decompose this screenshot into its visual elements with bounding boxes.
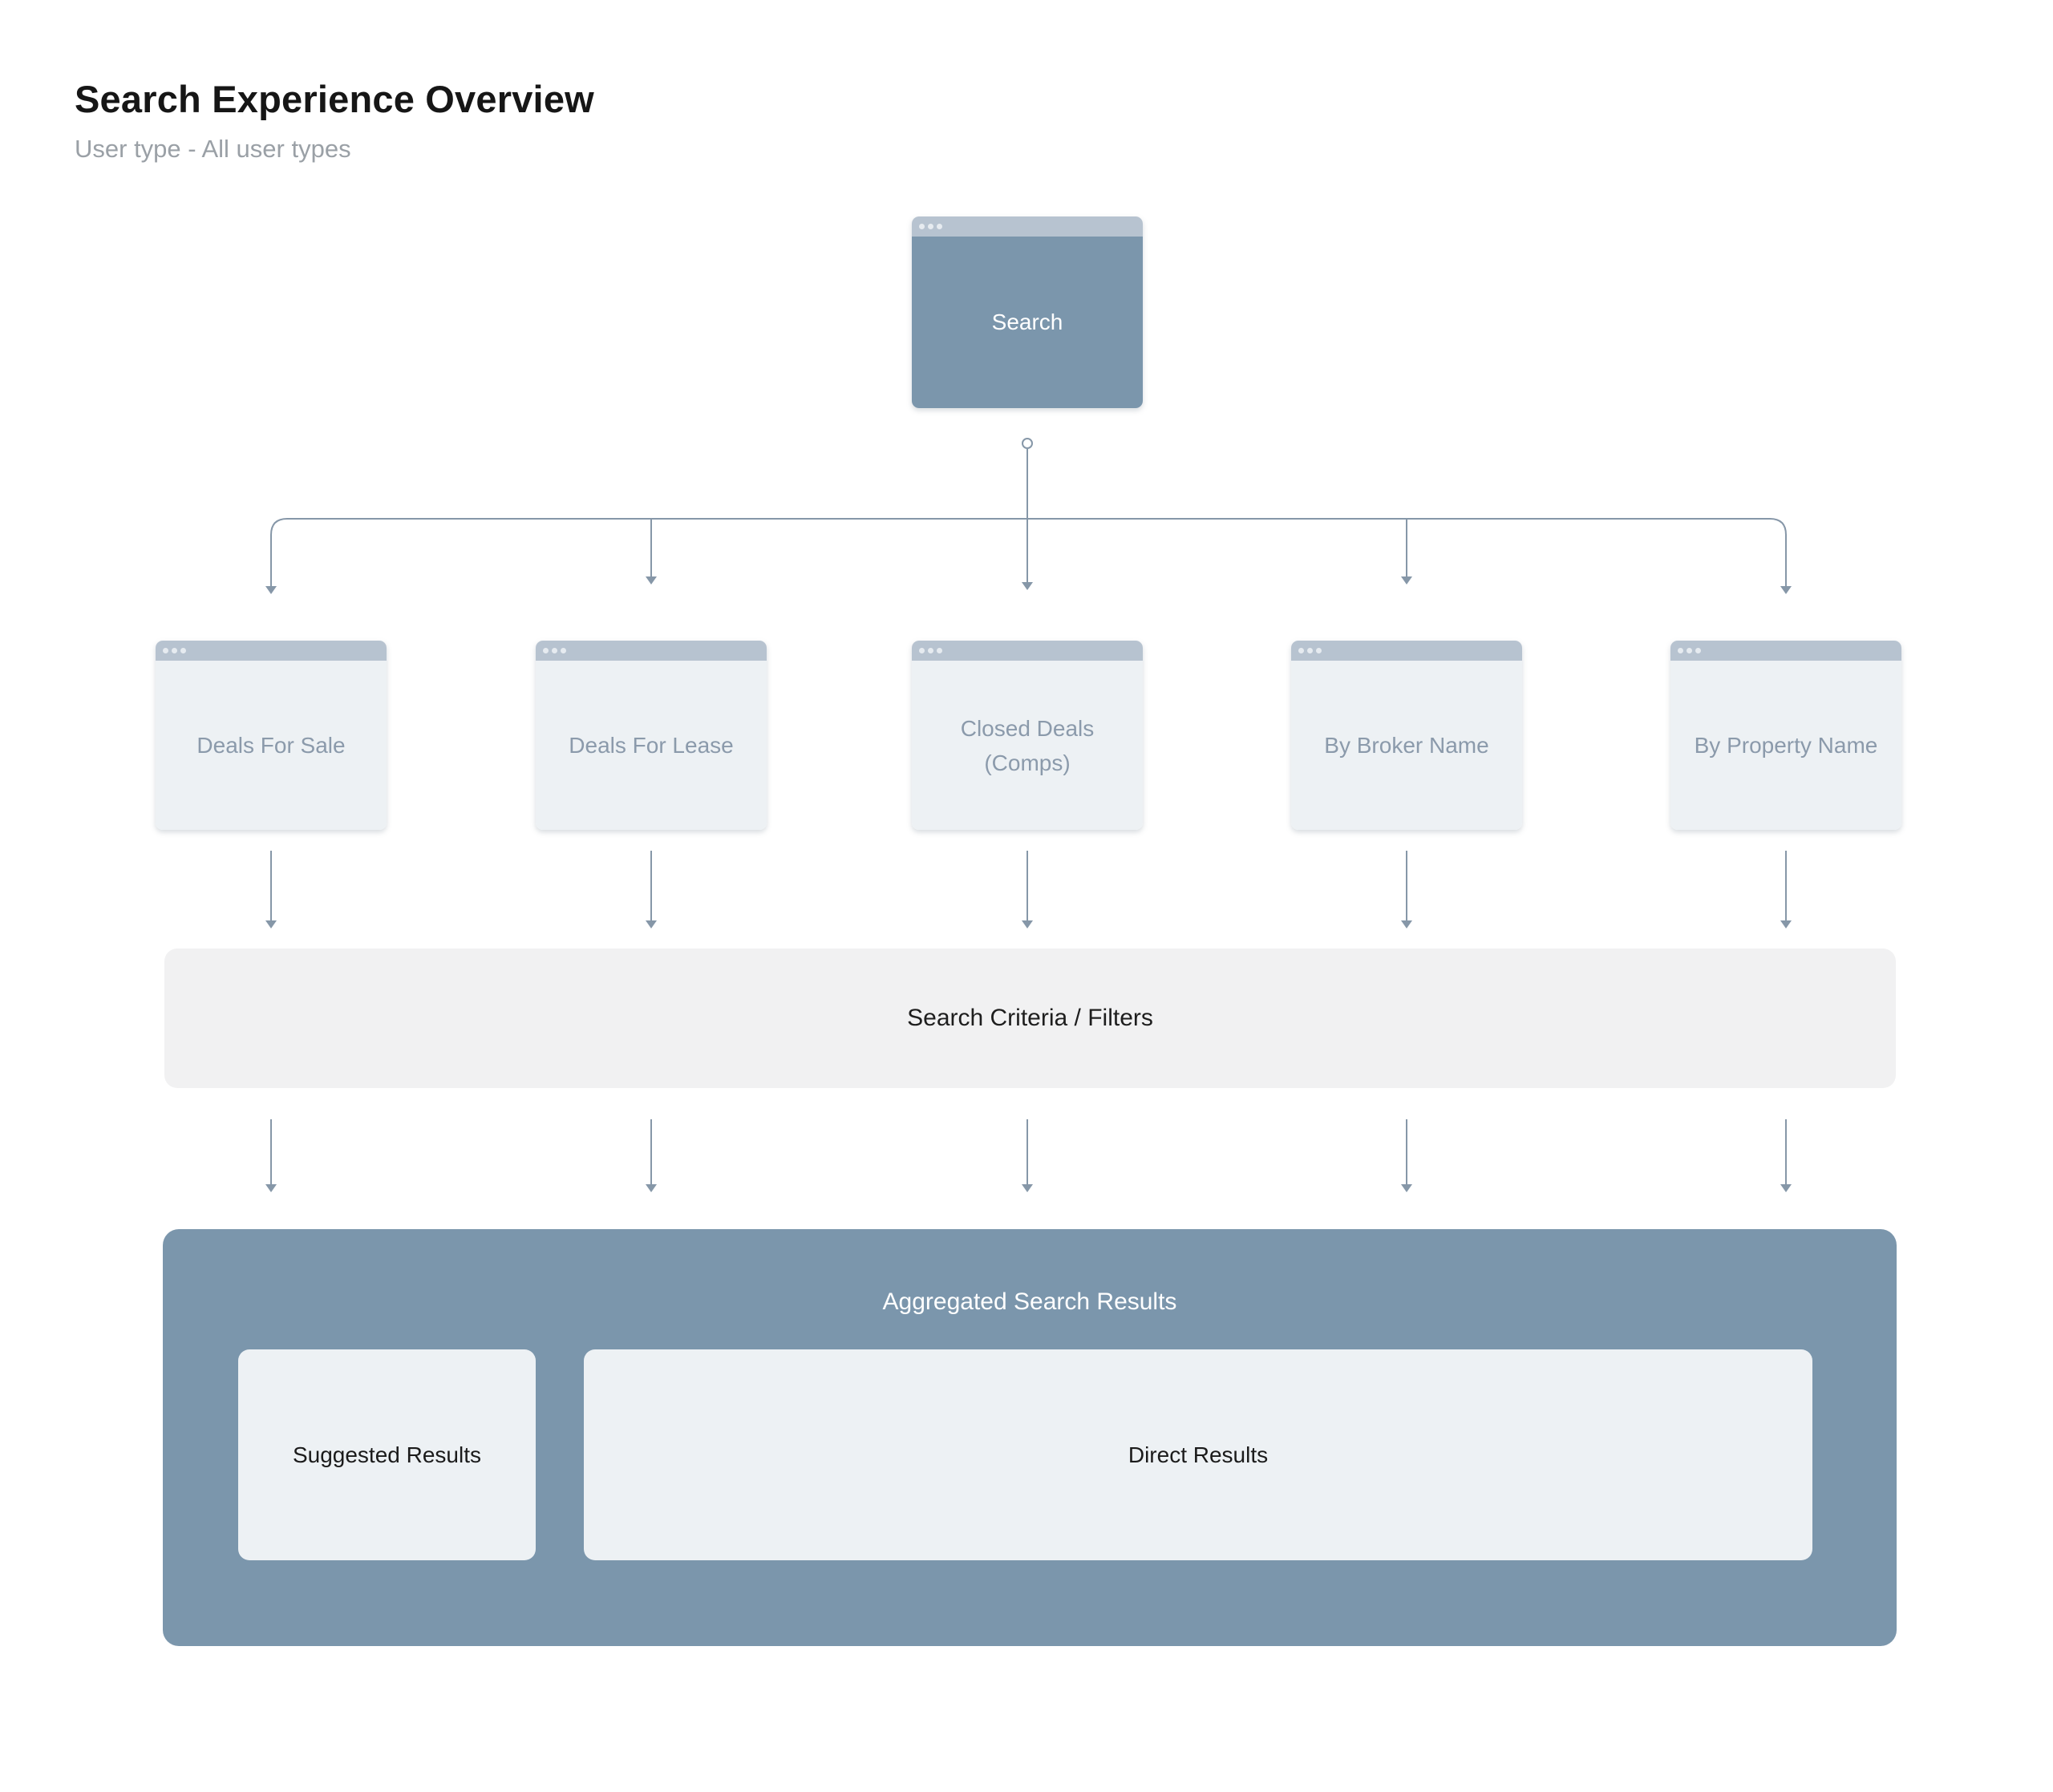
direct-results-label: Direct Results bbox=[1128, 1442, 1269, 1467]
node-by-property-name: By Property Name bbox=[1670, 641, 1901, 830]
node-by-broker-name: By Broker Name bbox=[1291, 641, 1522, 830]
window-titlebar bbox=[536, 641, 767, 661]
page-subtitle: User type - All user types bbox=[75, 135, 351, 163]
direct-results-box: Direct Results bbox=[584, 1349, 1812, 1560]
filters-bar: Search Criteria / Filters bbox=[164, 949, 1896, 1088]
node-label: By Property Name bbox=[1694, 733, 1878, 758]
window-dots-icon bbox=[543, 648, 566, 653]
window-titlebar bbox=[156, 641, 387, 661]
window-dots-icon bbox=[163, 648, 186, 653]
node-label: By Broker Name bbox=[1324, 733, 1489, 758]
node-closed-deals-comps: Closed Deals (Comps) bbox=[912, 641, 1143, 830]
aggregated-results-title: Aggregated Search Results bbox=[882, 1288, 1177, 1315]
window-titlebar bbox=[912, 641, 1143, 661]
node-deals-for-sale: Deals For Sale bbox=[156, 641, 387, 830]
connector-search-to-branches bbox=[265, 438, 1792, 594]
node-deals-for-lease: Deals For Lease bbox=[536, 641, 767, 830]
node-label: Closed Deals (Comps) bbox=[960, 715, 1095, 775]
window-dots-icon bbox=[919, 224, 942, 229]
node-search: Search bbox=[912, 216, 1143, 408]
connector-branches-to-filters bbox=[265, 851, 1792, 928]
node-search-label: Search bbox=[991, 309, 1063, 334]
connector-filters-to-results bbox=[265, 1119, 1792, 1192]
window-dots-icon bbox=[1678, 648, 1701, 653]
window-titlebar bbox=[1291, 641, 1522, 661]
window-titlebar bbox=[1670, 641, 1901, 661]
page-title: Search Experience Overview bbox=[75, 78, 594, 120]
window-dots-icon bbox=[1298, 648, 1322, 653]
node-label: Deals For Lease bbox=[569, 733, 734, 758]
suggested-results-box: Suggested Results bbox=[238, 1349, 536, 1560]
suggested-results-label: Suggested Results bbox=[292, 1442, 482, 1467]
window-titlebar bbox=[912, 216, 1143, 237]
window-dots-icon bbox=[919, 648, 942, 653]
node-label: Deals For Sale bbox=[196, 733, 346, 758]
aggregated-results-panel: Aggregated Search Results Suggested Resu… bbox=[163, 1229, 1897, 1646]
node-search-body: Search bbox=[912, 237, 1143, 408]
filters-bar-label: Search Criteria / Filters bbox=[907, 1005, 1153, 1031]
